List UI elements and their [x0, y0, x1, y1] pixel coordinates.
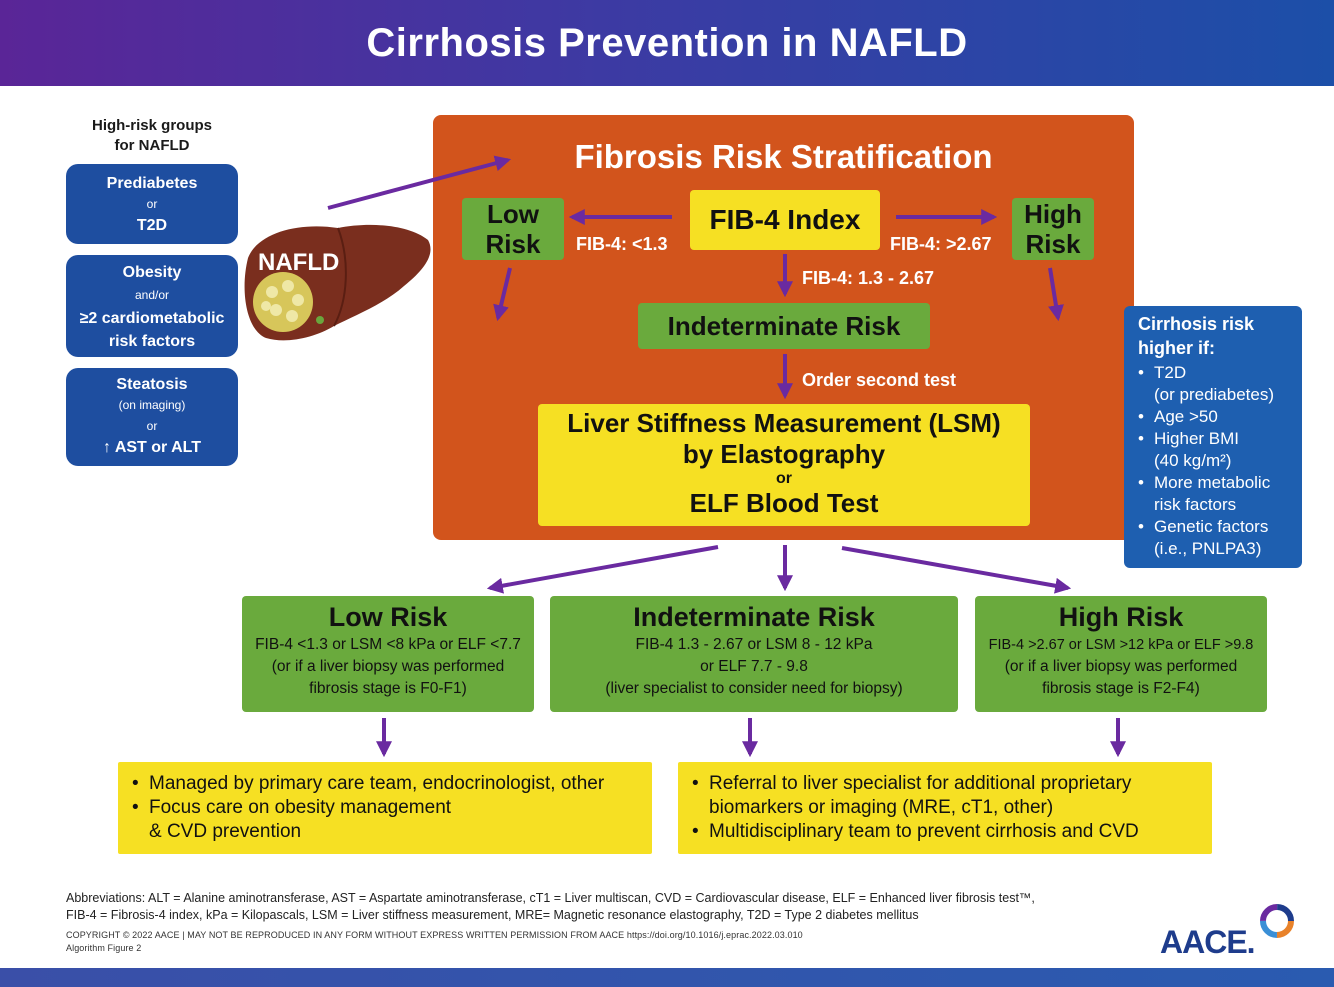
- list-item: Higher BMI(40 kg/m²): [1138, 428, 1294, 472]
- list-item: Managed by primary care team, endocrinol…: [132, 772, 638, 796]
- result-indeterminate-risk: Indeterminate Risk FIB-4 1.3 - 2.67 or L…: [550, 596, 958, 712]
- arrow-lsm-to-high: [841, 546, 1072, 594]
- arrow-low-down: [493, 267, 512, 322]
- title-banner: Cirrhosis Prevention in NAFLD: [0, 0, 1334, 86]
- indeterminate-risk-box: Indeterminate Risk: [638, 303, 930, 349]
- low-risk-box: Low Risk: [462, 198, 564, 260]
- result-high-risk: High Risk FIB-4 >2.67 or LSM >12 kPa or …: [975, 596, 1267, 712]
- list-item: Multidisciplinary team to prevent cirrho…: [692, 820, 1198, 844]
- list-item: T2D(or prediabetes): [1138, 362, 1294, 406]
- list-item: Focus care on obesity management& CVD pr…: [132, 796, 638, 844]
- liver-label: NAFLD: [258, 249, 339, 276]
- order-second-test-label: Order second test: [802, 370, 957, 390]
- cirrhosis-risk-box: Cirrhosis risk higher if: T2D(or prediab…: [1124, 306, 1302, 568]
- arrow-high-down: [1048, 267, 1064, 322]
- high-risk-groups-title: High-risk groups for NAFLD: [91, 117, 212, 154]
- arrow-liver-to-panel: [327, 155, 512, 210]
- fib4-mid-label: FIB-4: 1.3 - 2.67: [802, 268, 935, 288]
- result-low-risk: Low Risk FIB-4 <1.3 or LSM <8 kPa or ELF…: [242, 596, 534, 712]
- fib4-index-box: FIB-4 Index: [690, 190, 880, 250]
- page-title: Cirrhosis Prevention in NAFLD: [366, 20, 968, 65]
- list-item: Genetic factors(i.e., PNLPA3): [1138, 516, 1294, 560]
- high-risk-box: High Risk: [1012, 198, 1094, 260]
- bottom-bar: [0, 968, 1334, 987]
- risk-group-steatosis: Steatosis (on imaging) or ↑ AST or ALT: [66, 368, 238, 466]
- cirrhosis-risk-list: T2D(or prediabetes) Age >50 Higher BMI(4…: [1138, 362, 1294, 560]
- copyright: COPYRIGHT © 2022 AACE | MAY NOT BE REPRO…: [66, 930, 803, 953]
- action-low-risk: Managed by primary care team, endocrinol…: [118, 762, 652, 854]
- aace-logo: AACE.: [1160, 924, 1256, 960]
- stratification-title: Fibrosis Risk Stratification: [574, 138, 993, 175]
- abbreviations: Abbreviations: ALT = Alanine aminotransf…: [66, 891, 1035, 922]
- list-item: Age >50: [1138, 406, 1294, 428]
- liver-icon: [244, 224, 431, 341]
- list-item: Referral to liver specialist for additio…: [692, 772, 1198, 820]
- risk-group-obesity: Obesity and/or ≥2 cardiometabolic risk f…: [66, 255, 238, 357]
- lsm-elf-box: Liver Stiffness Measurement (LSM) by Ela…: [538, 404, 1030, 526]
- aace-logo-mark: [1260, 904, 1294, 938]
- fib4-high-label: FIB-4: >2.67: [890, 234, 992, 254]
- fib4-low-label: FIB-4: <1.3: [576, 234, 668, 254]
- action-high-risk: Referral to liver specialist for additio…: [678, 762, 1212, 854]
- arrow-lsm-to-low: [486, 545, 719, 594]
- risk-group-prediabetes: Prediabetes or T2D: [66, 164, 238, 244]
